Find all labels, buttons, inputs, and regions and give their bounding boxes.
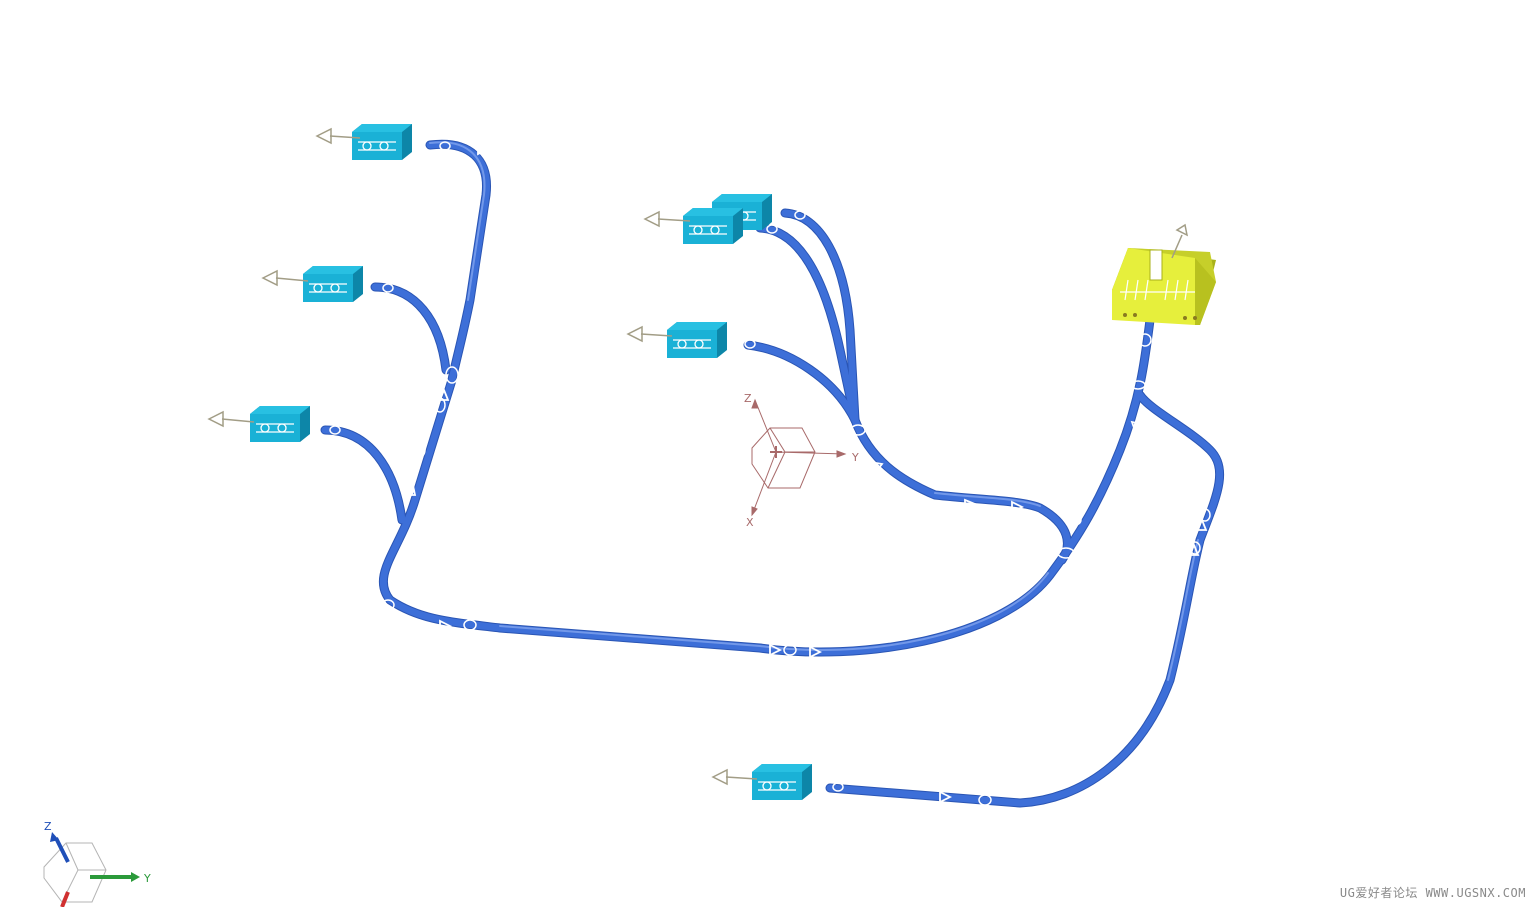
wcs-z-label: Z — [744, 392, 752, 405]
clip-marker[interactable] — [439, 141, 451, 151]
clip-marker[interactable] — [978, 794, 992, 806]
clip-marker[interactable] — [1057, 547, 1075, 559]
direction-arrow-icon — [1175, 223, 1189, 237]
clip-marker[interactable] — [850, 424, 866, 436]
direction-arrow-icon — [643, 210, 691, 228]
wire-direction-arrows — [350, 140, 1208, 804]
direction-arrow-icon — [711, 768, 758, 786]
connector-direction-arrows — [207, 127, 758, 786]
view-triad-icon[interactable] — [43, 832, 140, 907]
clip-marker[interactable] — [382, 283, 394, 293]
connector-3[interactable] — [250, 406, 310, 442]
clip-marker[interactable] — [414, 442, 426, 458]
connector-2[interactable] — [303, 266, 363, 302]
harness-wires[interactable] — [320, 139, 1225, 808]
connector-7[interactable] — [752, 764, 812, 800]
clip-marker[interactable] — [329, 425, 341, 435]
triad-y-label: Y — [143, 872, 151, 885]
clip-marker[interactable] — [794, 210, 806, 220]
clip-marker[interactable] — [1199, 508, 1211, 522]
clip-marker[interactable] — [744, 339, 756, 349]
direction-arrow-icon — [207, 410, 255, 428]
clip-marker[interactable] — [402, 482, 414, 498]
clip-marker[interactable] — [1189, 541, 1201, 555]
wire-shadow — [320, 139, 1225, 808]
direction-arrow-icon — [626, 325, 673, 343]
wcs-y-label: Y — [851, 451, 859, 464]
clip-marker[interactable] — [381, 599, 395, 611]
clip-marker[interactable] — [832, 782, 844, 792]
clip-marker[interactable] — [1138, 333, 1152, 347]
direction-arrow-icon — [315, 127, 361, 145]
triad-z-label: Z — [44, 820, 52, 833]
watermark-text: UG爱好者论坛 WWW.UGSNX.COM — [1339, 886, 1526, 900]
clip-marker[interactable] — [1130, 380, 1146, 390]
connector-5[interactable] — [683, 208, 743, 244]
harness-clips[interactable] — [329, 141, 1211, 806]
clip-marker[interactable] — [766, 224, 778, 234]
connector-1[interactable] — [352, 124, 412, 160]
clip-marker[interactable] — [463, 619, 477, 631]
clip-marker[interactable] — [783, 644, 797, 656]
clip-marker[interactable] — [445, 366, 459, 384]
wire-body — [321, 140, 1224, 807]
wcs-csys-icon[interactable] — [751, 398, 847, 517]
clip-marker[interactable] — [1068, 514, 1082, 526]
wcs-x-label: X — [746, 516, 754, 529]
connector-6[interactable] — [667, 322, 727, 358]
direction-arrow-icon — [261, 269, 309, 287]
connectors[interactable] — [250, 124, 812, 800]
main-connector[interactable] — [1112, 223, 1216, 325]
